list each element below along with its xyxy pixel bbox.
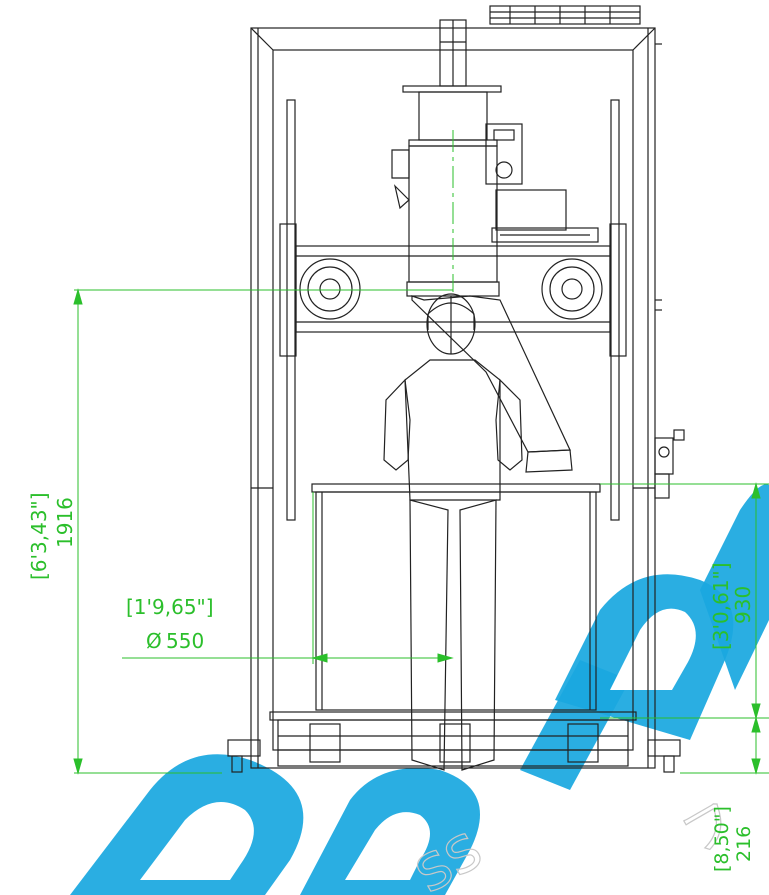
dim-overall-height-mm: 1916 bbox=[53, 497, 77, 548]
pneumatic-regulator bbox=[654, 429, 685, 499]
drum bbox=[311, 483, 601, 711]
top-vent-grille bbox=[489, 5, 641, 25]
dim-work-height-imperial: [3'0,61"] bbox=[709, 562, 733, 650]
dim-drum-diameter-imperial: [1'9,65"] bbox=[126, 595, 214, 619]
dimension-lines bbox=[73, 288, 769, 775]
watermark: ss フ bbox=[70, 484, 769, 895]
dim-overall-height-imperial: [6'3,43"] bbox=[27, 492, 51, 580]
dim-drum-diameter-symbol: Ø bbox=[146, 629, 162, 653]
motor-unit bbox=[391, 123, 599, 243]
machine-feet bbox=[227, 739, 681, 773]
pallet bbox=[269, 711, 637, 767]
dim-work-height-mm: 930 bbox=[731, 586, 755, 624]
dosing-column bbox=[402, 19, 573, 473]
operator-figure bbox=[383, 293, 523, 771]
dim-pallet-height-mm: 216 bbox=[733, 826, 755, 862]
dim-drum-diameter-mm: 550 bbox=[166, 629, 204, 653]
dim-pallet-height-imperial: [8,50"] bbox=[711, 806, 733, 872]
watermark-letter-n bbox=[700, 484, 769, 690]
